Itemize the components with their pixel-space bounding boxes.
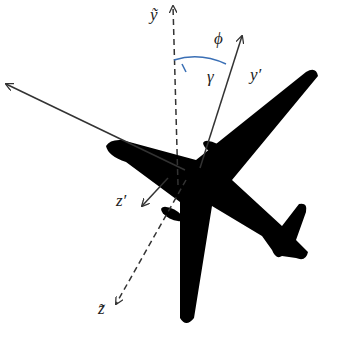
angle-tick	[182, 64, 186, 72]
angle-label: ϕ	[214, 30, 223, 47]
angle-arc	[174, 57, 226, 64]
engine	[201, 138, 227, 158]
x-axis-arrow	[6, 84, 185, 170]
axis-label: z̃	[98, 300, 105, 317]
y-prime-axis	[200, 36, 242, 168]
angle-label: γ	[207, 68, 214, 85]
y-tilde-axis	[173, 6, 178, 185]
axis-label: ỹ	[150, 6, 158, 23]
axis-label: y′	[250, 66, 261, 83]
z-tilde-axis	[116, 180, 186, 304]
engine	[159, 204, 185, 224]
axis-label: z′	[116, 192, 126, 209]
airplane-silhouette	[106, 70, 318, 323]
z-prime-axis	[142, 178, 168, 206]
